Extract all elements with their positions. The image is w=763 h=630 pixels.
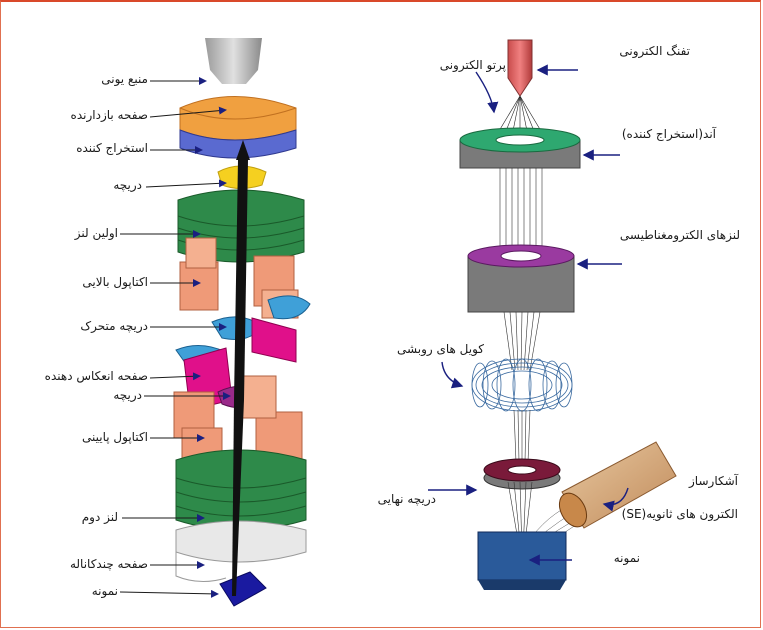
- label-detector: آشکارساز: [646, 474, 738, 488]
- label-extractor: استخراج کننده: [50, 141, 148, 155]
- movable-aperture: [268, 296, 310, 319]
- label-reflecting-plate: صفحه انعکاس دهنده: [30, 369, 148, 383]
- suppressor-plate: [180, 97, 296, 141]
- upper-octupole-block: [180, 262, 218, 310]
- label-secondary-electrons: الکترون های ثانویه(SE): [596, 507, 738, 521]
- left-column: [174, 38, 310, 606]
- label-multichannel-plate: صفحه چندکاناله: [30, 557, 148, 571]
- label-sample-right: نمونه: [578, 551, 640, 565]
- sample-left: [220, 572, 266, 606]
- label-final-aperture: دریچه نهایی: [354, 492, 436, 506]
- label-electron-beam: پرتو الکترونی: [406, 58, 506, 72]
- label-em-lenses: لنزهای الکترومغناطیسی: [590, 228, 740, 242]
- scan-coils: [472, 359, 572, 411]
- label-sample-left: نمونه: [66, 584, 118, 598]
- label-movable-aperture: دریچه متحرک: [54, 319, 148, 333]
- label-second-lens: لنز دوم: [60, 510, 118, 524]
- label-lower-octupole: اکتاپول پایینی: [58, 430, 148, 444]
- label-ion-source: منبع یونی: [56, 72, 148, 86]
- beam-column-1: [500, 168, 542, 250]
- label-anode: آند(استخراج کننده): [590, 127, 716, 141]
- sample-right: [478, 532, 566, 580]
- ion-source: [205, 38, 262, 84]
- label-upper-octupole: اکتاپول بالایی: [58, 275, 148, 289]
- label-aperture-top: دریچه: [90, 178, 142, 192]
- beam-column-3: [514, 410, 530, 462]
- label-electron-gun: تفنگ الکترونی: [580, 44, 690, 58]
- label-aperture-mid: دریچه: [90, 388, 142, 402]
- multichannel-plate: [176, 521, 306, 562]
- electron-gun: [508, 40, 532, 96]
- label-first-lens: اولین لنز: [54, 226, 118, 240]
- label-scan-coils: کویل های روبشی: [372, 342, 484, 356]
- label-suppressor-plate: صفحه بازدارنده: [50, 108, 148, 122]
